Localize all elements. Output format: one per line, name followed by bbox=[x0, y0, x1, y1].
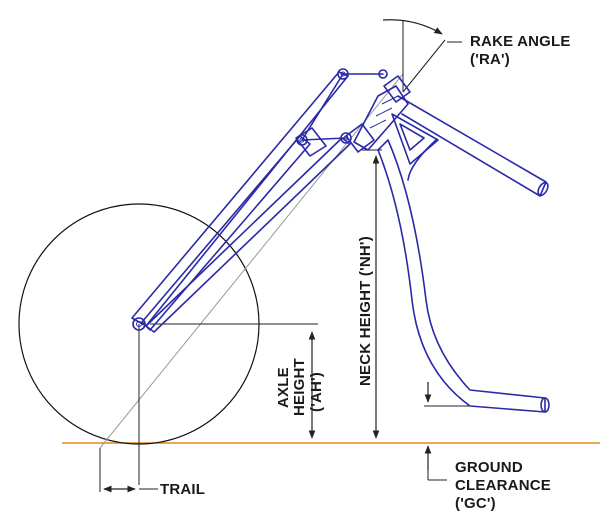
springer-fork bbox=[131, 68, 388, 333]
trail-label: TRAIL bbox=[160, 481, 205, 498]
ground-clearance-abbr-label: ('GC') bbox=[455, 495, 496, 512]
axle-height-label-line1: AXLE bbox=[275, 367, 292, 408]
rake-axis-extension bbox=[402, 39, 446, 93]
rake-angle-arc bbox=[382, 19, 443, 35]
steering-neck bbox=[353, 85, 409, 151]
triple-trees bbox=[295, 75, 411, 157]
axle-height-abbr-label: ('AH') bbox=[308, 372, 325, 412]
ground-clearance-label-line2: CLEARANCE bbox=[455, 477, 551, 494]
neck-height-label: NECK HEIGHT ('NH') bbox=[357, 236, 374, 386]
steering-axis-line bbox=[99, 73, 404, 449]
ground-clearance-label-line1: GROUND bbox=[455, 459, 523, 476]
motorcycle-frame bbox=[377, 95, 550, 413]
rake-angle-abbr-label: ('RA') bbox=[470, 51, 510, 68]
axle-height-label-line2: HEIGHT bbox=[291, 358, 308, 416]
rake-angle-label: RAKE ANGLE bbox=[470, 33, 571, 50]
axle bbox=[132, 317, 146, 331]
